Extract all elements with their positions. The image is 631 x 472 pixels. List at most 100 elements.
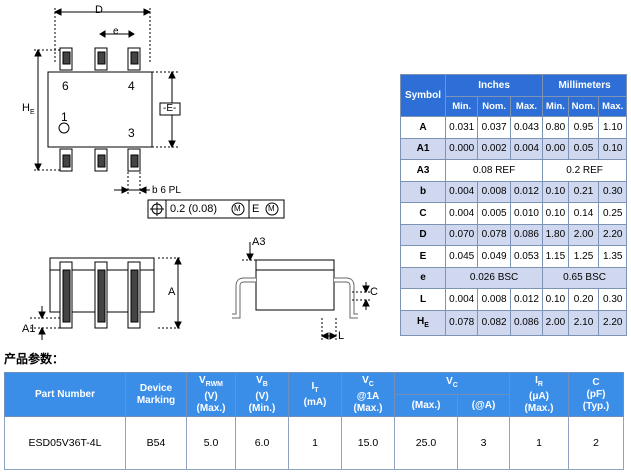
package-drawing — [30, 8, 372, 342]
cell: 0.078 — [477, 223, 511, 247]
cell: 0.95 — [567, 116, 600, 139]
cell-c: 2 — [568, 416, 624, 470]
cell: 0.30 — [598, 180, 627, 204]
header-in-nom: Nom. — [477, 96, 511, 117]
cell: 0.30 — [598, 288, 627, 311]
pin-4-label: 4 — [128, 79, 135, 93]
header-vc-at: (@A) — [457, 394, 510, 418]
cell: 0.026 BSC — [444, 266, 544, 290]
dimension-table: Symbol Inches Millimeters Min. Nom. Max.… — [400, 74, 627, 337]
tolerance-modifier-2: M — [268, 204, 275, 213]
cell: 0.012 — [509, 180, 544, 204]
cell: 0.25 — [598, 202, 627, 225]
header-vrwm: VRWM(V)(Max.) — [186, 371, 236, 418]
cell: 2.10 — [567, 309, 600, 337]
header-vb: VB(V)(Min.) — [235, 371, 289, 418]
cell: 0.049 — [477, 245, 511, 268]
row-symbol: e — [400, 266, 446, 290]
table-row: b 0.004 0.008 0.012 0.10 0.21 0.30 — [400, 180, 627, 204]
cell: 0.004 — [444, 202, 479, 225]
header-vc-max: (Max.) — [393, 394, 459, 418]
dim-d-label: D — [95, 4, 103, 16]
cell: 0.010 — [509, 202, 544, 225]
header-mm-nom: Nom. — [567, 96, 600, 117]
cell: 0.002 — [477, 137, 511, 161]
row-symbol: HE — [400, 309, 446, 337]
cell: 2.20 — [598, 309, 627, 337]
header-mm-max: Max. — [598, 96, 627, 117]
cell: 0.14 — [567, 202, 600, 225]
table-row: D 0.070 0.078 0.086 1.80 2.00 2.20 — [400, 223, 627, 247]
table-row: C 0.004 0.005 0.010 0.10 0.14 0.25 — [400, 202, 627, 225]
table-row: e 0.026 BSC 0.65 BSC — [400, 266, 627, 290]
cell: 0.21 — [567, 180, 600, 204]
cell: 0.2 REF — [542, 159, 627, 182]
row-symbol: A1 — [400, 137, 446, 161]
dim-a3-label: A3 — [252, 236, 266, 248]
cell: 0.08 REF — [444, 159, 544, 182]
cell: 0.10 — [542, 202, 569, 225]
cell: 0.80 — [542, 116, 569, 139]
dim-he-label: HE — [22, 102, 35, 117]
dim-e-label: e — [113, 26, 119, 37]
header-symbol: Symbol — [400, 74, 446, 117]
side-view — [232, 242, 372, 342]
cell: 0.004 — [444, 180, 479, 204]
header-part-number: Part Number — [4, 371, 126, 418]
table-row: HE 0.078 0.082 0.086 2.00 2.10 2.20 — [400, 309, 627, 337]
pin-3-label: 3 — [128, 126, 135, 140]
front-view — [30, 256, 182, 340]
cell-vrwm: 5.0 — [186, 416, 236, 470]
params-title: 产品参数： — [4, 352, 65, 366]
header-in-min: Min. — [444, 96, 479, 117]
header-vc: VC — [394, 371, 510, 396]
cell: 0.10 — [598, 137, 627, 161]
row-symbol: A3 — [400, 159, 446, 182]
cell: 2.00 — [542, 309, 569, 337]
cell-it: 1 — [288, 416, 342, 470]
dim-b-label: b 6 PL — [152, 185, 181, 196]
cell-ir: 1 — [509, 416, 569, 470]
header-mm-min: Min. — [542, 96, 569, 117]
cell-vc-1a: 15.0 — [341, 416, 395, 470]
cell-vc-max: 25.0 — [393, 416, 459, 470]
tolerance-datum: E — [252, 203, 260, 215]
cell: 1.15 — [542, 245, 569, 268]
cell: 0.045 — [444, 245, 479, 268]
table-row: ESD05V36T-4L B54 5.0 6.0 1 15.0 25.0 3 1… — [4, 416, 624, 470]
header-c: C(pF)(Typ.) — [568, 371, 624, 418]
cell: 0.000 — [444, 137, 479, 161]
header-in-max: Max. — [509, 96, 544, 117]
cell: 0.070 — [444, 223, 479, 247]
cell: 0.008 — [477, 288, 511, 311]
pin-6-label: 6 — [62, 79, 69, 93]
dim-l-label: L — [338, 330, 345, 342]
cell: 0.053 — [509, 245, 544, 268]
tolerance-value: 0.2 (0.08) — [170, 203, 218, 215]
cell: 0.012 — [509, 288, 544, 311]
pin-1-label: 1 — [61, 110, 68, 124]
cell: 0.086 — [509, 223, 544, 247]
cell: 2.00 — [567, 223, 600, 247]
header-inches: Inches — [444, 74, 544, 97]
row-symbol: b — [400, 180, 446, 204]
row-symbol: A — [400, 116, 446, 139]
cell: 0.004 — [509, 137, 544, 161]
cell: 0.004 — [444, 288, 479, 311]
row-symbol: E — [400, 245, 446, 268]
cell: 0.031 — [444, 116, 479, 139]
cell: 1.10 — [598, 116, 627, 139]
row-symbol: D — [400, 223, 446, 247]
cell-part-number: ESD05V36T-4L — [4, 416, 126, 470]
header-vc-1a: VC@1A(Max.) — [341, 371, 395, 418]
table-row: L 0.004 0.008 0.012 0.10 0.20 0.30 — [400, 288, 627, 311]
header-it: IT(mA) — [288, 371, 342, 418]
cell: 0.10 — [542, 288, 569, 311]
cell: 0.005 — [477, 202, 511, 225]
cell: 0.086 — [509, 309, 544, 337]
cell-device-marking: B54 — [125, 416, 187, 470]
row-symbol: L — [400, 288, 446, 311]
cell: 0.008 — [477, 180, 511, 204]
